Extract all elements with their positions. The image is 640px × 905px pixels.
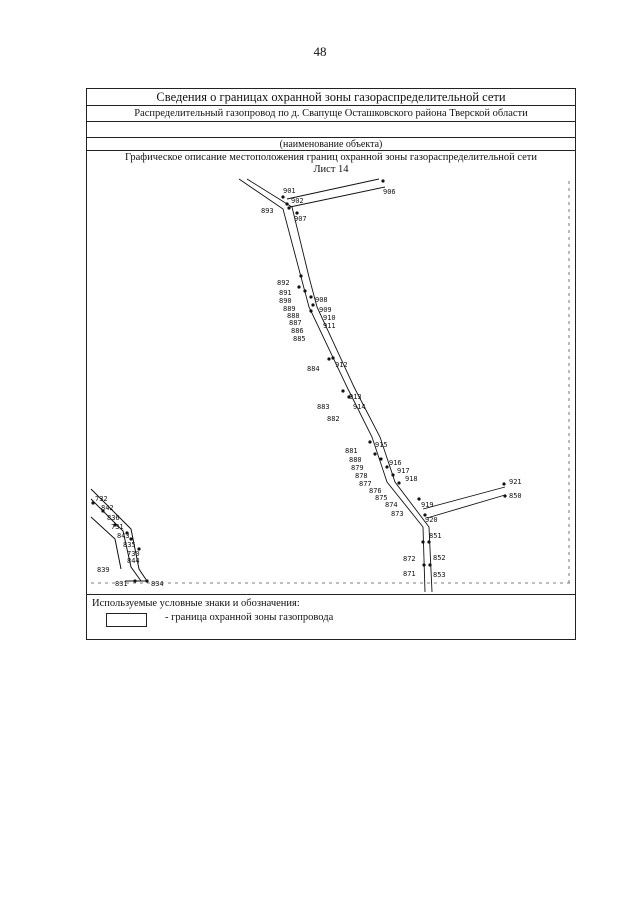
point-label: 874 — [385, 501, 398, 509]
point-label: 878 — [355, 472, 368, 480]
point-label: 731 — [111, 523, 124, 531]
point-label: 875 — [375, 494, 388, 502]
point-label: 877 — [359, 480, 372, 488]
object-name: Распределительный газопровод по д. Свапу… — [87, 106, 575, 122]
point-label: 879 — [351, 464, 364, 472]
upper-branch — [286, 178, 386, 208]
object-caption: (наименование объекта) — [87, 138, 575, 151]
point-label: 914 — [353, 403, 366, 411]
point-label: 886 — [291, 327, 304, 335]
point-label: 836 — [107, 514, 120, 522]
point-label: 915 — [375, 441, 388, 449]
point-label: 919 — [421, 501, 434, 509]
point-label: 910 — [323, 314, 336, 322]
point-label: 891 — [279, 289, 292, 297]
point-label: 901 — [283, 187, 296, 195]
blank-row — [87, 122, 575, 138]
point-label: 852 — [433, 554, 446, 562]
legend-symbol-rectangle — [106, 613, 147, 627]
sheet-label: Лист 14 — [313, 164, 349, 175]
point-label: 835 — [123, 541, 136, 549]
point-label: 921 — [509, 478, 522, 486]
point-label: 831 — [115, 580, 128, 588]
point-label: 882 — [327, 415, 340, 423]
right-branch — [422, 486, 506, 519]
point-label: 889 — [283, 305, 296, 313]
point-label: 842 — [101, 504, 114, 512]
point-label: 872 — [403, 555, 416, 563]
point-label: 871 — [403, 570, 416, 578]
point-label: 892 — [277, 279, 290, 287]
point-label: 893 — [261, 207, 274, 215]
graphic-description: Графическое описание местоположения гран… — [124, 152, 538, 163]
boundary-map-drawing: 901 902 906 893 907 892 891 890 908 889 … — [90, 178, 571, 593]
zone-info-form: Сведения о границах охранной зоны газора… — [86, 88, 576, 640]
point-label: 912 — [335, 361, 348, 369]
point-label: 888 — [287, 312, 300, 320]
point-label: 916 — [389, 459, 402, 467]
point-label: 883 — [317, 403, 330, 411]
point-label: 843 — [117, 532, 130, 540]
left-corridors — [90, 488, 148, 582]
boundary-map: 901 902 906 893 907 892 891 890 908 889 … — [87, 177, 575, 595]
point-label: 885 — [293, 335, 306, 343]
point-label: 880 — [349, 456, 362, 464]
point-label: 844 — [127, 557, 140, 565]
point-label: 884 — [307, 365, 320, 373]
point-label: 876 — [369, 487, 382, 495]
point-label: 918 — [405, 475, 418, 483]
point-label: 853 — [433, 571, 446, 579]
point-label: 851 — [429, 532, 442, 540]
point-label: 881 — [345, 447, 358, 455]
point-label: 732 — [95, 495, 108, 503]
main-corridor — [238, 178, 433, 593]
map-frame — [91, 181, 571, 584]
point-label: 913 — [349, 393, 362, 401]
point-label: 902 — [291, 197, 304, 205]
point-label: 920 — [425, 516, 438, 524]
point-label: 907 — [294, 215, 307, 223]
legend: Используемые условные знаки и обозначени… — [87, 595, 575, 639]
point-label: 890 — [279, 297, 292, 305]
point-label: 887 — [289, 319, 302, 327]
point-label: 908 — [315, 296, 328, 304]
point-label: 850 — [509, 492, 522, 500]
point-label: 834 — [151, 580, 164, 588]
point-label: 730 — [127, 550, 140, 558]
page-number: 48 — [313, 44, 327, 59]
legend-title: Используемые условные знаки и обозначени… — [92, 598, 300, 609]
form-title: Сведения о границах охранной зоны газора… — [87, 89, 575, 106]
vertex-markers — [91, 179, 507, 583]
point-label: 911 — [323, 322, 336, 330]
point-label: 909 — [319, 306, 332, 314]
point-labels: 901 902 906 893 907 892 891 890 908 889 … — [95, 187, 522, 588]
point-label: 839 — [97, 566, 110, 574]
point-label: 917 — [397, 467, 410, 475]
point-label: 906 — [383, 188, 396, 196]
point-label: 873 — [391, 510, 404, 518]
legend-item-text: - граница охранной зоны газопровода — [165, 612, 334, 623]
